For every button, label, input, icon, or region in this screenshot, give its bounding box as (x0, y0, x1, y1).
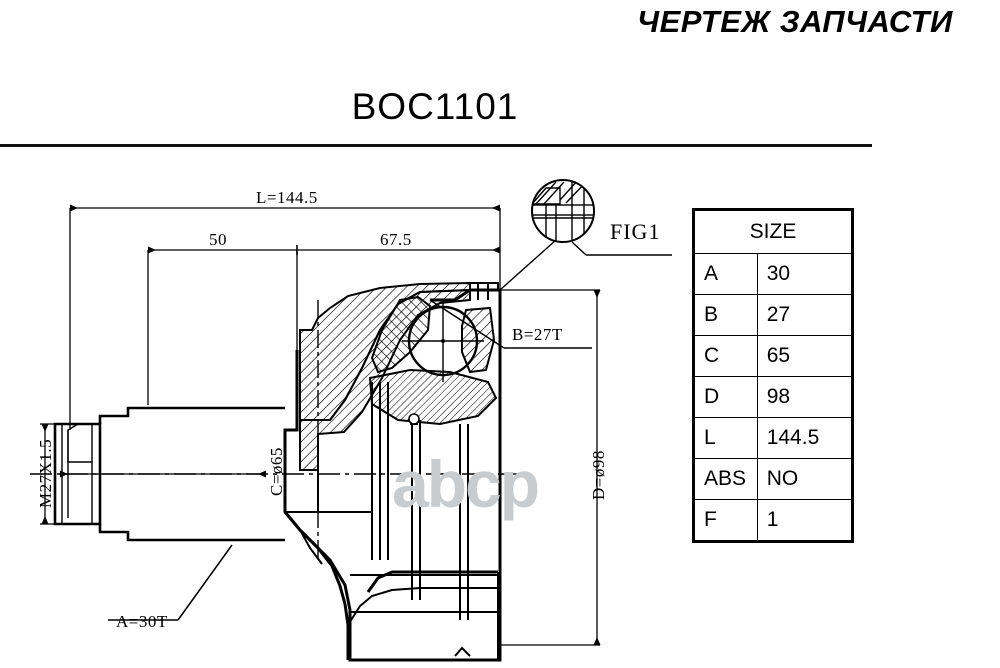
dim-label-outer-diameter: D=ø98 (589, 450, 608, 500)
size-key-cell: ABS (694, 458, 758, 500)
dim-label-segment-left: 50 (209, 230, 227, 249)
watermark: abcp (392, 447, 540, 521)
header-divider (0, 144, 872, 147)
size-key-cell: B (694, 294, 758, 336)
size-value-cell: 30 (756, 253, 853, 295)
size-value-cell: 98 (756, 376, 853, 418)
page-title: ЧЕРТЕЖ ЗАПЧАСТИ (637, 4, 953, 39)
dimension-outer-diameter (500, 289, 601, 646)
table-header-cell: SIZE (694, 210, 852, 254)
size-key-cell: L (694, 417, 758, 459)
dimension-segments (147, 245, 500, 405)
table-header-row: SIZE (694, 210, 852, 254)
leader-a30t (108, 544, 233, 621)
size-key-cell: D (694, 376, 758, 418)
size-key-cell: A (694, 253, 758, 295)
detail-label-fig1: FIG1 (610, 219, 661, 244)
size-key-cell: F (694, 499, 758, 541)
boot-convolutions (283, 511, 499, 660)
part-number: BOC1101 (351, 86, 519, 127)
leader-b27t (429, 299, 592, 349)
size-value-cell: 65 (756, 335, 853, 377)
inner-spline-lines (371, 382, 469, 620)
dim-label-overall-length: L=144.5 (256, 188, 318, 207)
dim-label-segment-right: 67.5 (380, 230, 412, 249)
inner-race-section (368, 295, 498, 426)
size-key-cell: C (694, 335, 758, 377)
dim-label-inner-spline: B=27T (512, 325, 563, 344)
dim-label-bell-diameter: C=ø65 (267, 447, 286, 496)
detail-bubble-fig1 (499, 179, 672, 291)
size-value-cell: 1 (756, 499, 853, 541)
dim-label-thread: M27X1.5 (36, 438, 55, 508)
size-value-cell: NO (756, 458, 853, 500)
dimension-bell-diameter (60, 470, 266, 478)
size-value-cell: 144.5 (756, 417, 853, 459)
shaft-spline-marks (150, 407, 276, 541)
size-value-cell: 27 (756, 294, 853, 336)
dimension-thread (40, 423, 58, 525)
outer-race-profile (470, 282, 499, 300)
dim-label-outer-spline: A=30T (116, 612, 168, 631)
